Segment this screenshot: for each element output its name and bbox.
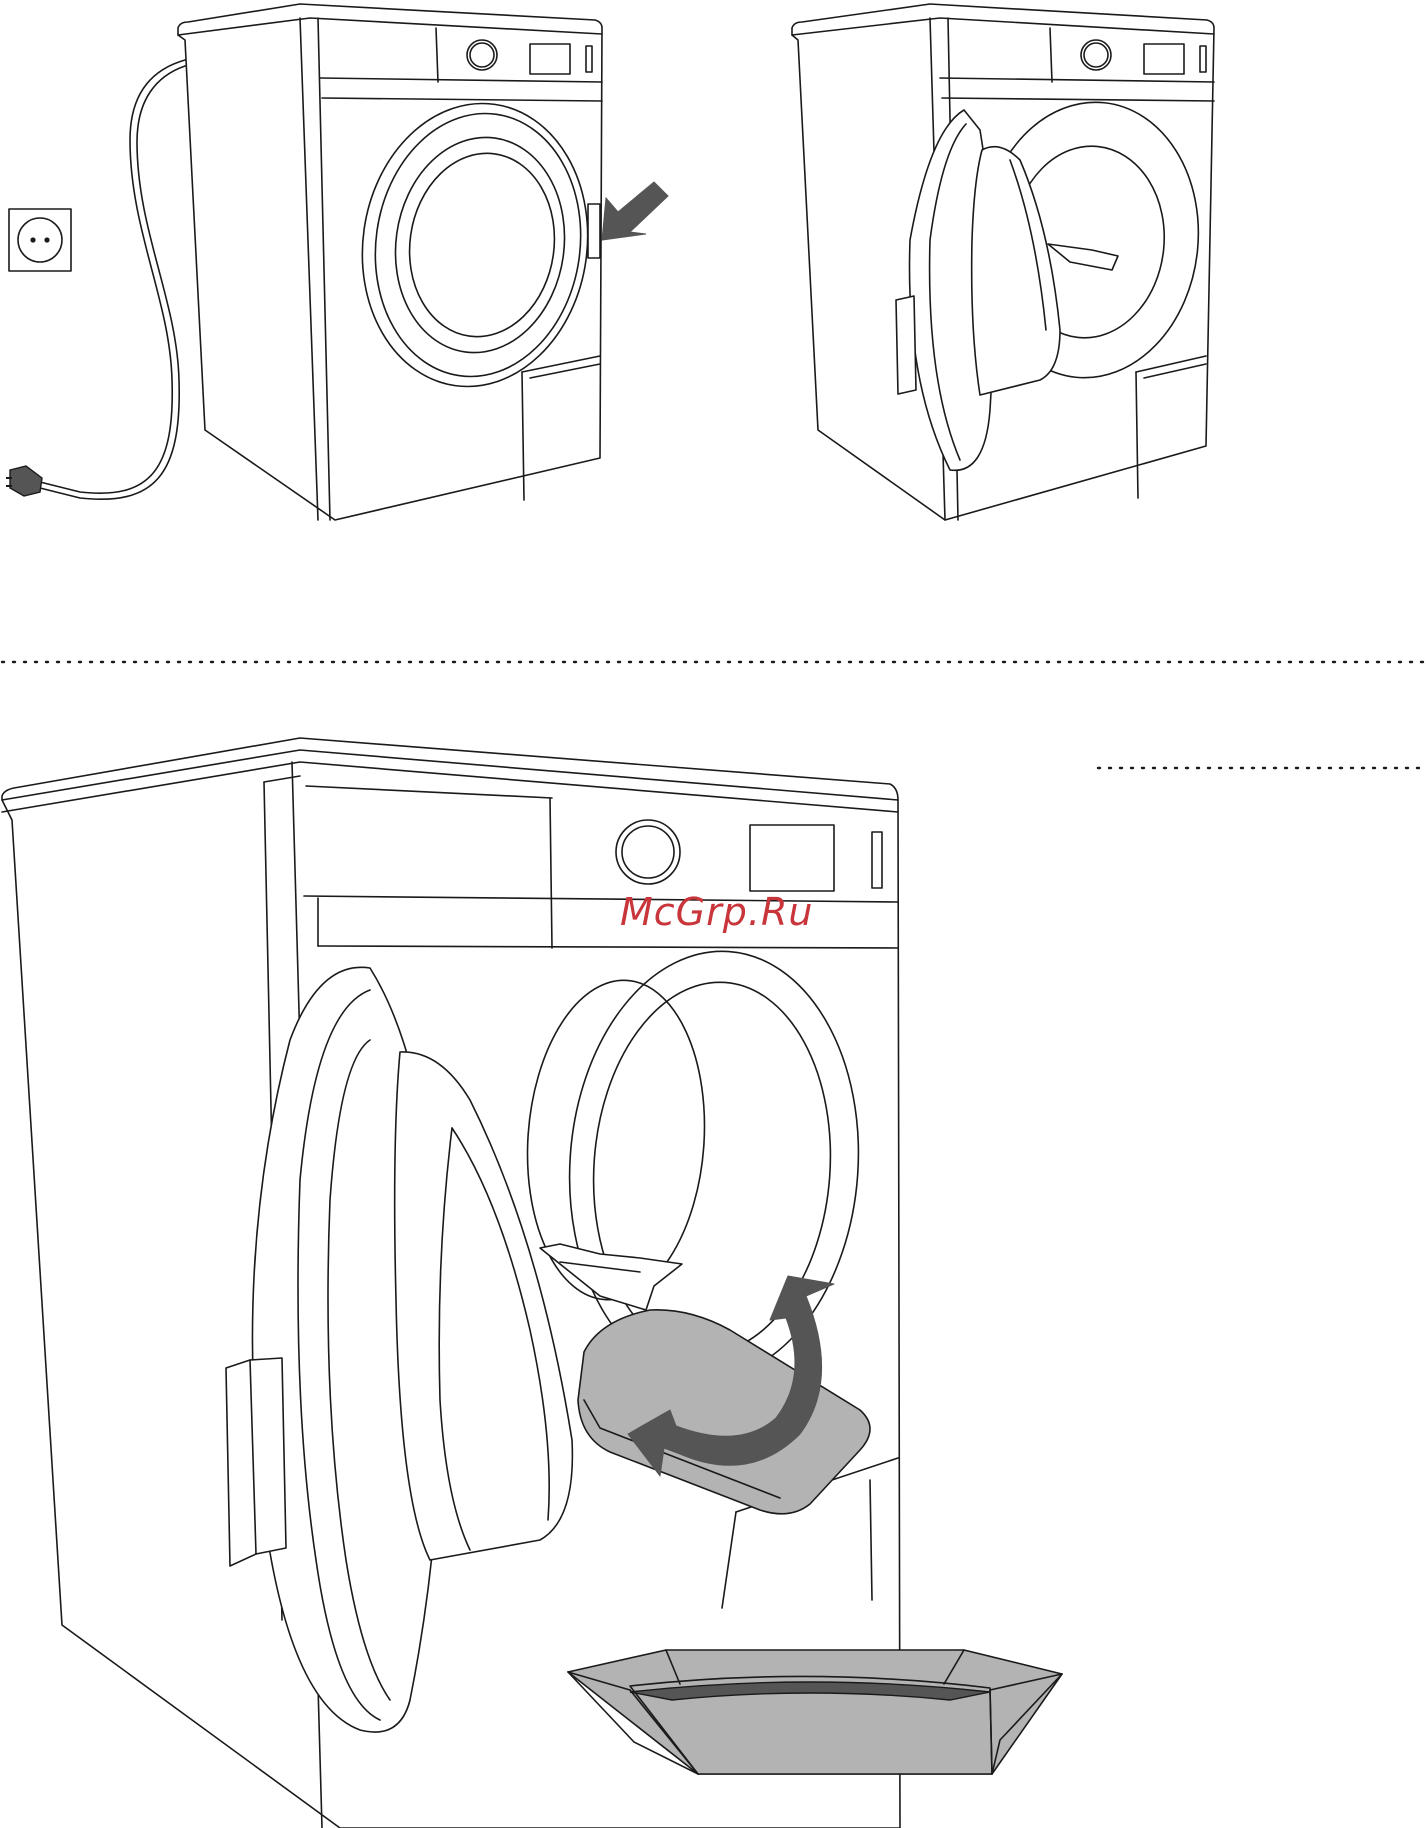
panel-step-2: [792, 4, 1214, 520]
power-cord: [40, 60, 185, 499]
panel-step-3: [2, 738, 1062, 1828]
watermark-text: McGrp.Ru: [620, 890, 813, 934]
washing-machine-door-open: [792, 4, 1214, 520]
power-plug-icon: [6, 466, 42, 496]
washing-machine-closed: [178, 4, 606, 520]
panel-step-1: [6, 4, 668, 520]
push-arrow-icon: [602, 182, 668, 240]
wall-socket-icon: [9, 209, 71, 271]
